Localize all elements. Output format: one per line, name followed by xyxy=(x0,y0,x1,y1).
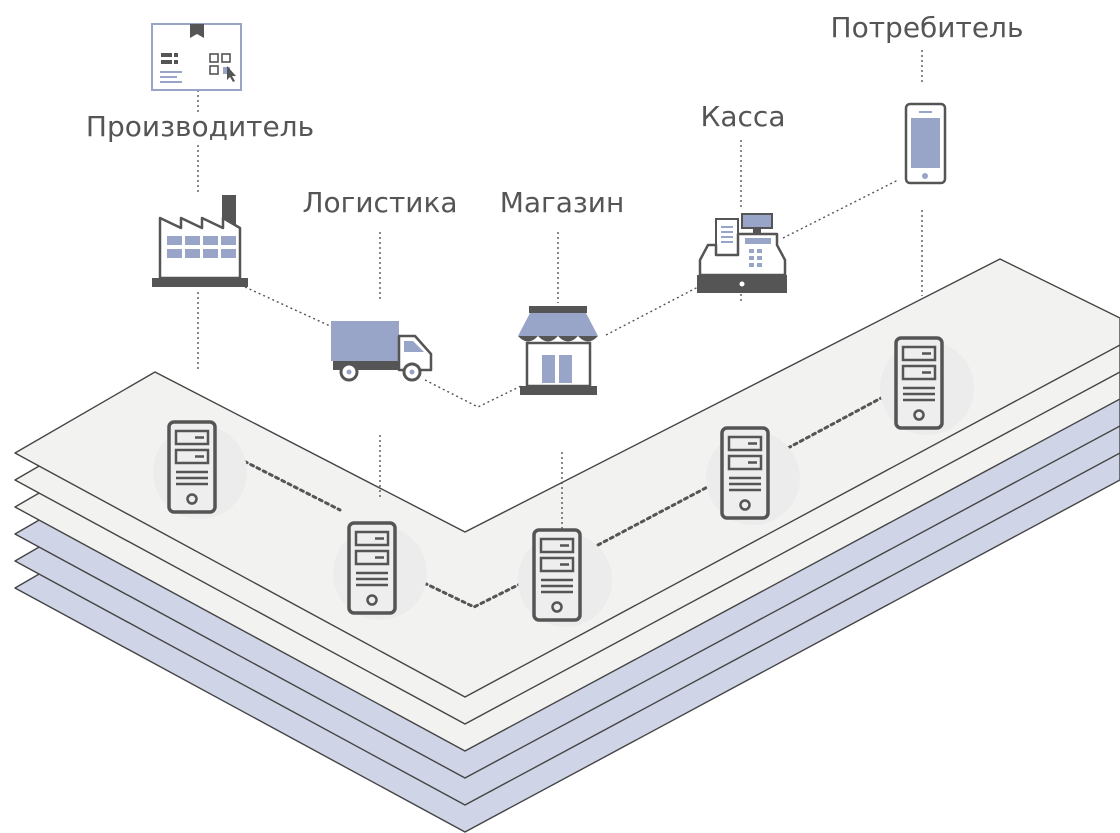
factory-icon xyxy=(152,195,248,287)
ledger-layers xyxy=(14,258,1120,833)
shop-icon xyxy=(518,306,598,395)
label-consumer: Потребитель xyxy=(831,11,1024,44)
truck-icon xyxy=(331,321,433,382)
label-producer: Производитель xyxy=(86,110,314,143)
ledger-layer-top xyxy=(14,258,1120,698)
node-links xyxy=(230,395,885,609)
supply-links xyxy=(244,179,899,408)
label-shop: Магазин xyxy=(500,186,625,219)
label-logistics: Логистика xyxy=(302,186,457,219)
cash-register-icon xyxy=(697,213,787,293)
stage-labels: Производитель Логистика Магазин Касса По… xyxy=(86,11,1024,219)
package-icon xyxy=(151,23,242,91)
label-cashier: Касса xyxy=(701,100,786,133)
smartphone-icon xyxy=(904,102,947,185)
